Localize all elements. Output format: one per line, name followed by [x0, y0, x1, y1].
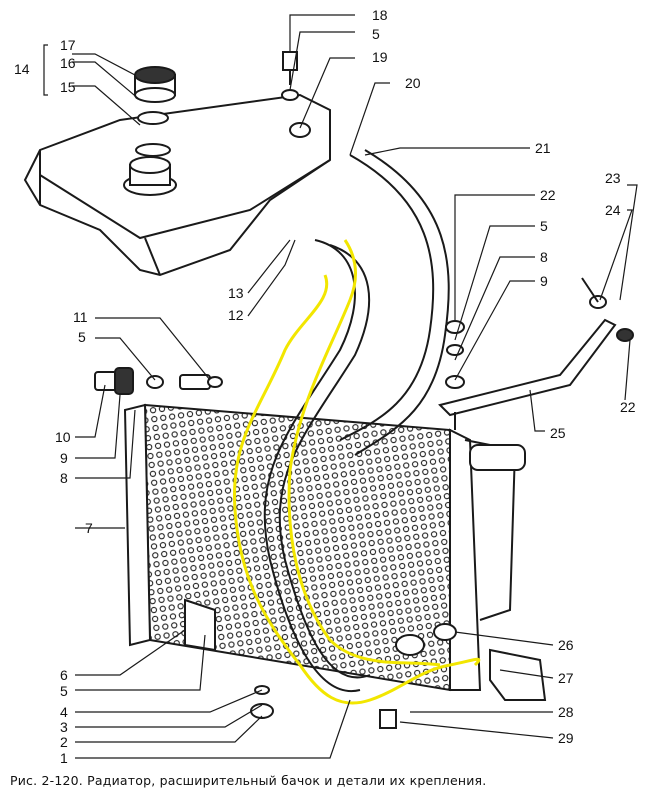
callout-22-upper: 22 [540, 187, 556, 203]
callout-7: 7 [85, 520, 93, 536]
callout-12: 12 [228, 307, 244, 323]
callout-14: 14 [14, 61, 30, 77]
radiator [123, 403, 547, 701]
radiator-diagram: 17 16 14 15 18 5 19 20 21 22 5 8 9 23 24… [14, 7, 638, 766]
callout-15: 15 [60, 79, 76, 95]
callout-11: 11 [73, 309, 88, 325]
callout-9-right: 9 [540, 273, 548, 289]
callout-5-top: 5 [372, 26, 380, 42]
callout-28: 28 [558, 704, 574, 720]
callout-23: 23 [605, 170, 621, 186]
callout-8: 8 [60, 470, 68, 486]
callout-4: 4 [60, 704, 68, 720]
callout-27: 27 [558, 670, 574, 686]
callout-10: 10 [55, 429, 71, 445]
tank-mount-bolt [281, 51, 311, 138]
callout-8-right: 8 [540, 249, 548, 265]
callout-19: 19 [372, 49, 388, 65]
callout-21: 21 [535, 140, 551, 156]
callout-5-left: 5 [78, 329, 86, 345]
callout-20: 20 [405, 75, 421, 91]
bracket [438, 277, 634, 430]
callout-25: 25 [550, 425, 566, 441]
left-mount [94, 367, 223, 395]
callout-24: 24 [605, 202, 621, 218]
callout-6: 6 [60, 667, 68, 683]
callout-5-right: 5 [540, 218, 548, 234]
callout-22-lower: 22 [620, 399, 636, 415]
callout-16: 16 [60, 55, 76, 71]
leader-lines [43, 14, 638, 759]
callout-18: 18 [372, 7, 388, 23]
filler-cap [134, 66, 176, 157]
callout-17: 17 [60, 37, 76, 53]
callout-9: 9 [60, 450, 68, 466]
callout-3: 3 [60, 719, 68, 735]
callout-1: 1 [60, 750, 68, 766]
callout-5-bottom: 5 [60, 683, 68, 699]
yellow-highlight [232, 239, 481, 705]
callouts: 17 16 14 15 18 5 19 20 21 22 5 8 9 23 24… [14, 7, 636, 766]
callout-26: 26 [558, 637, 574, 653]
callout-2: 2 [60, 734, 68, 750]
figure-caption: Рис. 2-120. Радиатор, расширительный бач… [10, 773, 487, 788]
expansion-tank [23, 93, 331, 277]
callout-13: 13 [228, 285, 244, 301]
callout-29: 29 [558, 730, 574, 746]
